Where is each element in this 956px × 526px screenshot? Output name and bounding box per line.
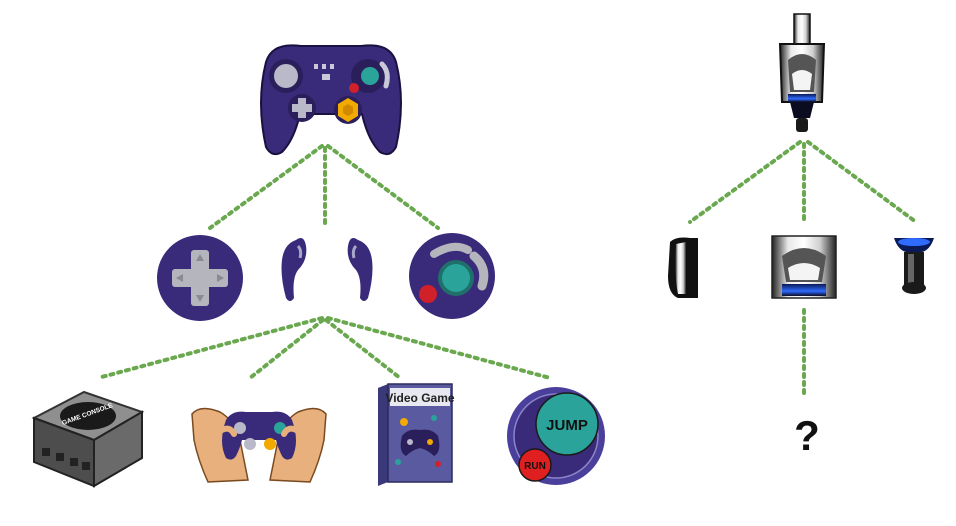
connector-triggers-to-console <box>96 316 324 380</box>
run-label: RUN <box>524 461 546 472</box>
face-buttons-icon <box>409 233 495 319</box>
machine-base-part-icon <box>894 238 934 294</box>
video-game-box-title: Video Game <box>385 391 454 405</box>
espresso-machine-icon <box>778 13 826 132</box>
game-console-icon <box>31 390 145 488</box>
connector-machine-to-side <box>688 140 802 224</box>
dpad-icon <box>157 235 243 321</box>
hands-holding-controller-icon <box>191 407 327 483</box>
shoulder-triggers-icon <box>281 238 373 301</box>
connector-root-to-dpad <box>208 144 324 230</box>
unknown-question-mark: ? <box>794 412 820 459</box>
video-game-box-icon <box>378 383 453 486</box>
machine-side-panel-icon <box>668 237 698 298</box>
connector-triggers-to-box <box>324 318 402 380</box>
machine-center-part-icon <box>771 235 837 299</box>
jump-button <box>535 392 599 456</box>
jump-run-buttons-icon <box>507 387 605 485</box>
connector-lines <box>96 140 918 398</box>
connector-triggers-to-hands <box>248 318 325 380</box>
gamecube-controller-icon <box>260 44 402 156</box>
connector-root-to-face-buttons <box>326 144 440 230</box>
connector-machine-to-base <box>806 140 918 224</box>
jump-label: JUMP <box>546 417 588 434</box>
connector-triggers-to-jump-run <box>326 316 552 380</box>
run-button <box>518 448 552 482</box>
